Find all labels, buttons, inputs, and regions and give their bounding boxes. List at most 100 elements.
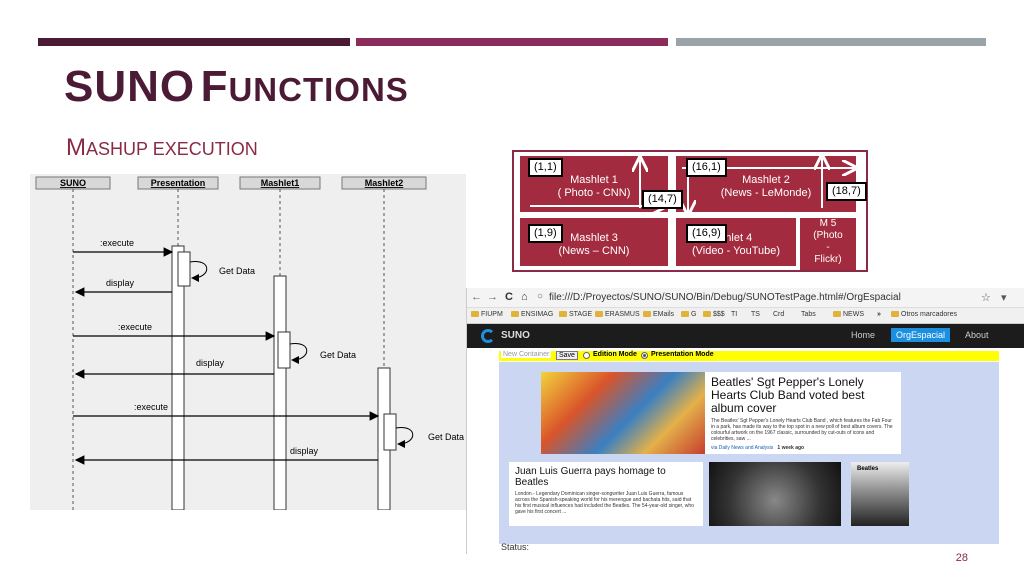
mashlet-layout-diagram: Mashlet 1 ( Photo - CNN) Mashlet 2 (News…: [512, 150, 868, 272]
folder-icon: [471, 311, 479, 317]
folder-icon: [511, 311, 519, 317]
bookmark-money[interactable]: $$$: [703, 311, 725, 318]
article-headline-2[interactable]: Juan Luis Guerra pays homage to Beatles: [515, 466, 666, 488]
reload-icon[interactable]: C: [505, 291, 513, 303]
lifeline-label-suno: SUNO: [60, 178, 86, 188]
mashlet-5-source-2: -: [826, 242, 830, 253]
wrench-icon[interactable]: ▾: [1001, 292, 1007, 304]
browser-window: ← → C ⌂ ○ file:///D:/Proyectos/SUNO/SUNO…: [466, 288, 1024, 554]
suno-brand[interactable]: SUNO: [501, 330, 530, 341]
back-icon[interactable]: ←: [471, 291, 482, 303]
page-number: 28: [955, 552, 968, 564]
subtitle-rest: ASHUP EXECUTION: [86, 139, 258, 159]
folder-icon: [643, 311, 651, 317]
self-call-get-data-3: Get Data: [428, 432, 464, 442]
title-initial-2: F: [200, 62, 229, 111]
bookmark-tabs[interactable]: Tabs: [801, 311, 816, 318]
lifeline-label-mashlet1: Mashlet1: [261, 178, 300, 188]
presentation-mode-label: Presentation Mode: [651, 351, 714, 358]
article-card-sgt-pepper: Beatles' Sgt Pepper's Lonely Hearts Club…: [705, 372, 901, 454]
mashlet-5-box: M 5 (Photo - Flickr): [800, 218, 856, 270]
suno-logo-icon: [481, 329, 495, 343]
article-body-1: The Beatles' Sgt Pepper's Lonely Hearts …: [711, 418, 893, 442]
coord-16-9: (16,9): [686, 224, 727, 243]
message-execute-2: :execute: [118, 322, 152, 332]
message-display-3: display: [290, 446, 319, 456]
status-label: Status:: [501, 542, 530, 552]
mashlet-canvas: Beatles' Sgt Pepper's Lonely Hearts Club…: [499, 362, 999, 544]
bookmarks-bar: FIUPM ENSIMAG STAGE ERASMUS EMails G $$$…: [467, 308, 1024, 324]
save-button[interactable]: Save: [556, 351, 578, 360]
coord-1-9: (1,9): [528, 224, 563, 243]
message-execute-3: :execute: [134, 402, 168, 412]
article-headline-1[interactable]: Beatles' Sgt Pepper's Lonely Hearts Club…: [711, 375, 865, 415]
coord-1-1: (1,1): [528, 158, 563, 177]
address-bar[interactable]: file:///D:/Proyectos/SUNO/SUNO/Bin/Debug…: [549, 292, 901, 303]
mashlet-2-source: (News - LeMonde): [720, 187, 812, 199]
folder-icon: [703, 311, 711, 317]
nav-home[interactable]: Home: [851, 330, 876, 340]
forward-icon[interactable]: →: [487, 291, 498, 303]
sequence-diagram-svg: SUNO Presentation Mashlet1 Mashlet2: [35, 176, 464, 510]
coord-18-7: (18,7): [826, 182, 867, 201]
bookmark-crd[interactable]: Crd: [773, 311, 785, 318]
bookmark-stage[interactable]: STAGE: [559, 311, 592, 318]
bookmarks-overflow[interactable]: »: [877, 311, 881, 318]
article-source-1: via Daily News and Analysis 1 week ago: [711, 445, 805, 451]
header-bar-3: [676, 38, 986, 46]
mashlet-1-name: Mashlet 1: [570, 174, 618, 186]
new-container-input[interactable]: New Container: [501, 351, 552, 358]
message-display-1: display: [106, 278, 135, 288]
folder-icon: [681, 311, 689, 317]
lifeline-label-mashlet2: Mashlet2: [365, 178, 404, 188]
bookmark-g[interactable]: G: [681, 311, 696, 318]
home-icon[interactable]: ⌂: [521, 291, 528, 303]
nav-about[interactable]: About: [965, 330, 989, 340]
title-word-1: SUNO: [64, 62, 196, 111]
coord-16-1: (16,1): [686, 158, 727, 177]
mashlet-4-source: (Video - YouTube): [691, 245, 781, 257]
message-execute-1: :execute: [100, 238, 134, 248]
bookmark-news[interactable]: NEWS: [833, 311, 864, 318]
slide-title: SUNO FUNCTIONS: [64, 62, 409, 112]
header-bar-2: [356, 38, 668, 46]
browser-address-row: ← → C ⌂ ○ file:///D:/Proyectos/SUNO/SUNO…: [467, 288, 1024, 308]
sequence-diagram: SUNO Presentation Mashlet1 Mashlet2: [30, 174, 466, 510]
mashlet-3-source: (News – CNN): [558, 245, 630, 257]
folder-icon: [595, 311, 603, 317]
mashlet-2-name: Mashlet 2: [742, 174, 790, 186]
folder-icon: [891, 311, 899, 317]
header-bar-1: [38, 38, 350, 46]
bookmark-other[interactable]: Otros marcadores: [891, 311, 957, 318]
article-card-juan-luis-guerra: Juan Luis Guerra pays homage to Beatles …: [509, 462, 703, 526]
bookmark-ts[interactable]: TS: [751, 311, 760, 318]
subtitle-initial: M: [66, 134, 86, 161]
bookmark-emails[interactable]: EMails: [643, 311, 674, 318]
beatles-video-thumbnail[interactable]: [709, 462, 841, 526]
suno-toolbar: New Container Save Edition Mode Presenta…: [499, 351, 999, 361]
bookmark-fiupm[interactable]: FIUPM: [471, 311, 503, 318]
bookmark-ti[interactable]: TI: [731, 311, 738, 318]
nav-orgespacial[interactable]: OrgEspacial: [891, 328, 951, 342]
bookmark-star-icon[interactable]: ☆: [981, 292, 991, 304]
mashlet-3-name: Mashlet 3: [570, 232, 618, 244]
self-call-get-data-2: Get Data: [320, 350, 356, 360]
mashlet-5-source-3: Flickr): [814, 254, 842, 265]
edition-mode-radio[interactable]: [583, 352, 590, 359]
title-rest-2: UNCTIONS: [228, 71, 409, 108]
mashlet-1-source: ( Photo - CNN): [557, 187, 631, 199]
suno-content: New Container Save Edition Mode Presenta…: [499, 348, 999, 554]
mashlet-4-name: shlet 4: [719, 232, 753, 244]
beatles-flickr-photo: Beatles: [851, 462, 909, 526]
bookmark-ensimag[interactable]: ENSIMAG: [511, 311, 553, 318]
page-info-icon[interactable]: ○: [537, 291, 544, 302]
article-body-2: London.- Legendary Dominican singer-song…: [515, 491, 694, 515]
beatles-photo-caption: Beatles: [857, 466, 879, 472]
suno-navbar: SUNO Home OrgEspacial About: [467, 324, 1024, 348]
edition-mode-label: Edition Mode: [593, 351, 637, 358]
bookmark-erasmus[interactable]: ERASMUS: [595, 311, 640, 318]
self-call-get-data-1: Get Data: [219, 266, 255, 276]
presentation-mode-radio[interactable]: [641, 352, 648, 359]
mashlet-5-source-1: (Photo: [813, 230, 843, 241]
message-display-2: display: [196, 358, 225, 368]
